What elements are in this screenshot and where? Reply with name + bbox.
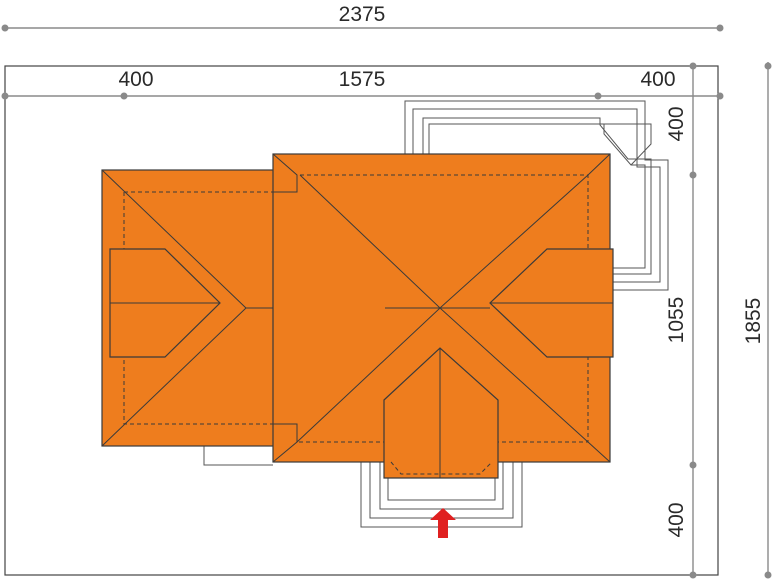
dim-bottom-margin: 400	[665, 502, 688, 537]
roof-plane-front-gable	[383, 347, 499, 479]
dim-house-depth: 1055	[665, 297, 688, 344]
dim-dot	[120, 92, 128, 100]
dim-dot	[764, 62, 772, 70]
dim-left-margin: 400	[118, 68, 153, 91]
dim-dot	[764, 571, 772, 579]
wall-outline	[390, 461, 493, 475]
front-gable-roof	[383, 347, 499, 479]
dim-dot	[716, 92, 724, 100]
dim-dot	[689, 571, 697, 579]
dim-dot	[689, 461, 697, 469]
dim-total-width: 2375	[339, 3, 386, 26]
dim-dot	[716, 24, 724, 32]
side-step	[203, 446, 273, 466]
dim-right-margin: 400	[640, 68, 675, 91]
arrow-up-icon	[430, 508, 456, 538]
dim-dot	[1, 24, 9, 32]
dim-total-depth: 1855	[742, 298, 765, 345]
dim-top-margin: 400	[665, 106, 688, 141]
dim-dot	[689, 62, 697, 70]
dim-dot	[689, 171, 697, 179]
dimension-lines	[1, 24, 772, 579]
dim-house-width: 1575	[339, 68, 386, 91]
dim-dot	[594, 92, 602, 100]
dim-dot	[1, 92, 9, 100]
plot-boundary	[4, 65, 719, 576]
rear-terrace	[404, 100, 669, 291]
